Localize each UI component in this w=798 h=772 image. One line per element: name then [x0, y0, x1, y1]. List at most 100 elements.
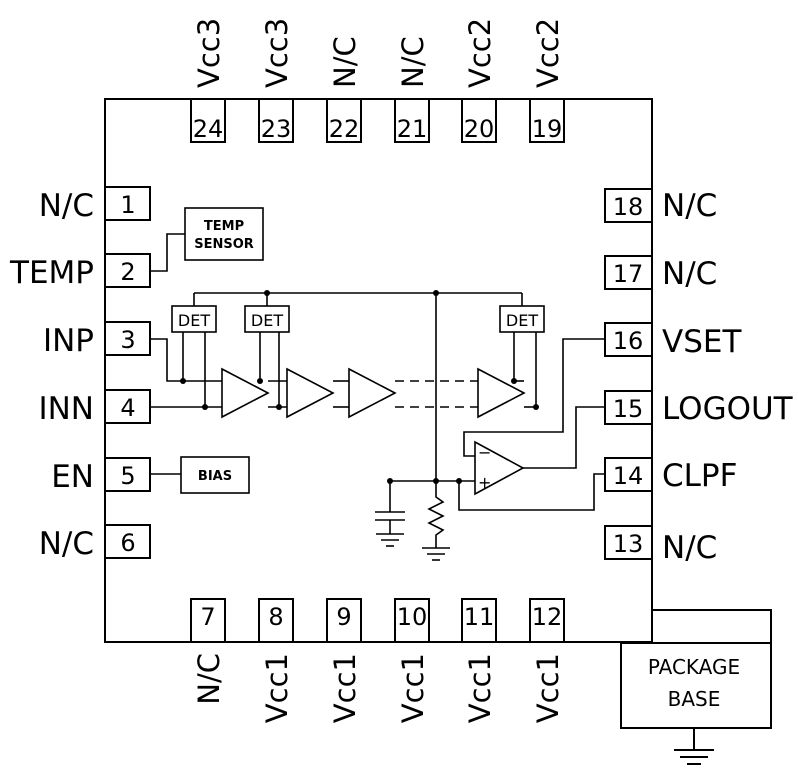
pin-number-9: 9	[336, 603, 351, 631]
pin-number-6: 6	[120, 529, 135, 557]
pin-name-2: TEMP	[9, 255, 94, 291]
detector-2-label: DET	[251, 311, 283, 330]
bottom-pins: 7 8 9 10 11 12 N/C Vcc1 Vcc1 Vcc1 Vcc1 V…	[190, 598, 565, 723]
pin-name-13: N/C	[662, 530, 717, 566]
pin-name-11: Vcc1	[463, 653, 497, 723]
pin-box-7	[190, 598, 226, 643]
amplifier-3	[348, 367, 397, 419]
left-pins: 1 2 3 4 5 6 N/C TEMP INP INN EN N/C	[9, 186, 151, 562]
detector-1-label: DET	[178, 311, 210, 330]
package-ground-icon	[674, 728, 714, 765]
amplifier-1	[221, 367, 270, 419]
pin-number-13: 13	[613, 530, 644, 558]
pin-box-24	[190, 98, 226, 143]
pin-name-12: Vcc1	[531, 653, 565, 723]
pin-number-15: 15	[613, 395, 644, 423]
pin-box-6	[104, 524, 151, 559]
pin-name-17: N/C	[662, 256, 717, 292]
pin-number-17: 17	[613, 260, 644, 288]
pin-number-7: 7	[200, 603, 215, 631]
pin-name-22: N/C	[328, 36, 362, 88]
pin-number-2: 2	[120, 258, 135, 286]
pin-name-7: N/C	[192, 653, 226, 705]
pin-name-21: N/C	[396, 36, 430, 88]
pin-number-18: 18	[613, 193, 644, 221]
pin-box-1	[104, 186, 151, 221]
temp-wire	[150, 233, 185, 272]
right-pins: 18 17 16 15 14 13 N/C N/C VSET LOGOUT CL…	[604, 188, 794, 566]
pin-number-21: 21	[397, 115, 428, 143]
top-pins: 24 23 22 21 20 19 Vcc3 Vcc3 N/C N/C Vcc2…	[190, 18, 565, 143]
temp-sensor-label-line2: SENSOR	[194, 237, 254, 252]
output-opamp	[474, 440, 525, 496]
pin-box-23	[258, 98, 294, 143]
pin-box-22	[326, 98, 362, 143]
pin-box-11	[461, 598, 497, 643]
pin-name-9: Vcc1	[328, 653, 362, 723]
pin-box-10	[394, 598, 430, 643]
pin-box-12	[529, 598, 565, 643]
pin-number-22: 22	[329, 115, 360, 143]
pin-box-20	[461, 98, 497, 143]
detector-3-label: DET	[506, 311, 538, 330]
bias-block: BIAS	[180, 456, 250, 494]
pin-number-16: 16	[613, 327, 644, 355]
pin-name-5: EN	[51, 459, 94, 495]
bias-label: BIAS	[198, 469, 232, 484]
pin-name-24: Vcc3	[192, 18, 226, 88]
pin-number-1: 1	[120, 191, 135, 219]
pin-box-18	[604, 188, 653, 223]
pin-name-6: N/C	[39, 526, 94, 562]
pin-box-8	[258, 598, 294, 643]
package-base-wire	[652, 609, 772, 643]
pin-number-23: 23	[261, 115, 292, 143]
filter-capacitor	[375, 481, 405, 547]
detector-3: DET	[499, 305, 545, 333]
pin-box-13	[604, 525, 653, 560]
pin-number-14: 14	[613, 462, 644, 490]
detector-2: DET	[244, 305, 290, 333]
pin-number-11: 11	[464, 603, 495, 631]
clpf-wire	[458, 473, 605, 511]
inp-wire	[150, 338, 222, 382]
pin-name-8: Vcc1	[260, 653, 294, 723]
pin-name-4: INN	[38, 391, 94, 427]
temp-sensor-block: TEMP SENSOR	[184, 207, 264, 261]
opamp-minus-sign: −	[478, 443, 491, 462]
pin-box-21	[394, 98, 430, 143]
pin-number-4: 4	[120, 394, 135, 422]
temp-sensor-label-line1: TEMP	[204, 219, 244, 234]
pin-box-19	[529, 98, 565, 143]
logout-wire	[523, 406, 605, 469]
pin-number-12: 12	[532, 603, 563, 631]
pin-name-1: N/C	[39, 188, 94, 224]
pin-number-5: 5	[120, 462, 135, 490]
amplifier-2	[286, 367, 335, 419]
pin-name-14: CLPF	[662, 458, 737, 494]
package-base-block	[620, 642, 772, 729]
package-outline	[104, 98, 653, 643]
pin-number-3: 3	[120, 326, 135, 354]
vset-wire	[463, 338, 605, 457]
detector-1: DET	[171, 305, 217, 333]
filter-resistor	[422, 481, 450, 561]
pin-name-10: Vcc1	[396, 653, 430, 723]
pin-number-24: 24	[193, 115, 224, 143]
pin-number-8: 8	[268, 603, 283, 631]
pin-name-23: Vcc3	[260, 18, 294, 88]
pin-name-16: VSET	[662, 324, 742, 360]
pin-number-20: 20	[464, 115, 495, 143]
pin-name-19: Vcc2	[531, 18, 565, 88]
pin-box-17	[604, 255, 653, 290]
pin-number-10: 10	[397, 603, 428, 631]
amplifier-last	[477, 367, 526, 419]
pin-box-9	[326, 598, 362, 643]
package-base-label-line1: PACKAGE	[648, 655, 740, 679]
opamp-plus-sign: +	[478, 473, 491, 492]
pin-name-15: LOGOUT	[662, 391, 794, 427]
pin-number-19: 19	[532, 115, 563, 143]
pin-name-18: N/C	[662, 188, 717, 224]
pin-name-20: Vcc2	[463, 18, 497, 88]
pin-name-3: INP	[43, 323, 94, 359]
